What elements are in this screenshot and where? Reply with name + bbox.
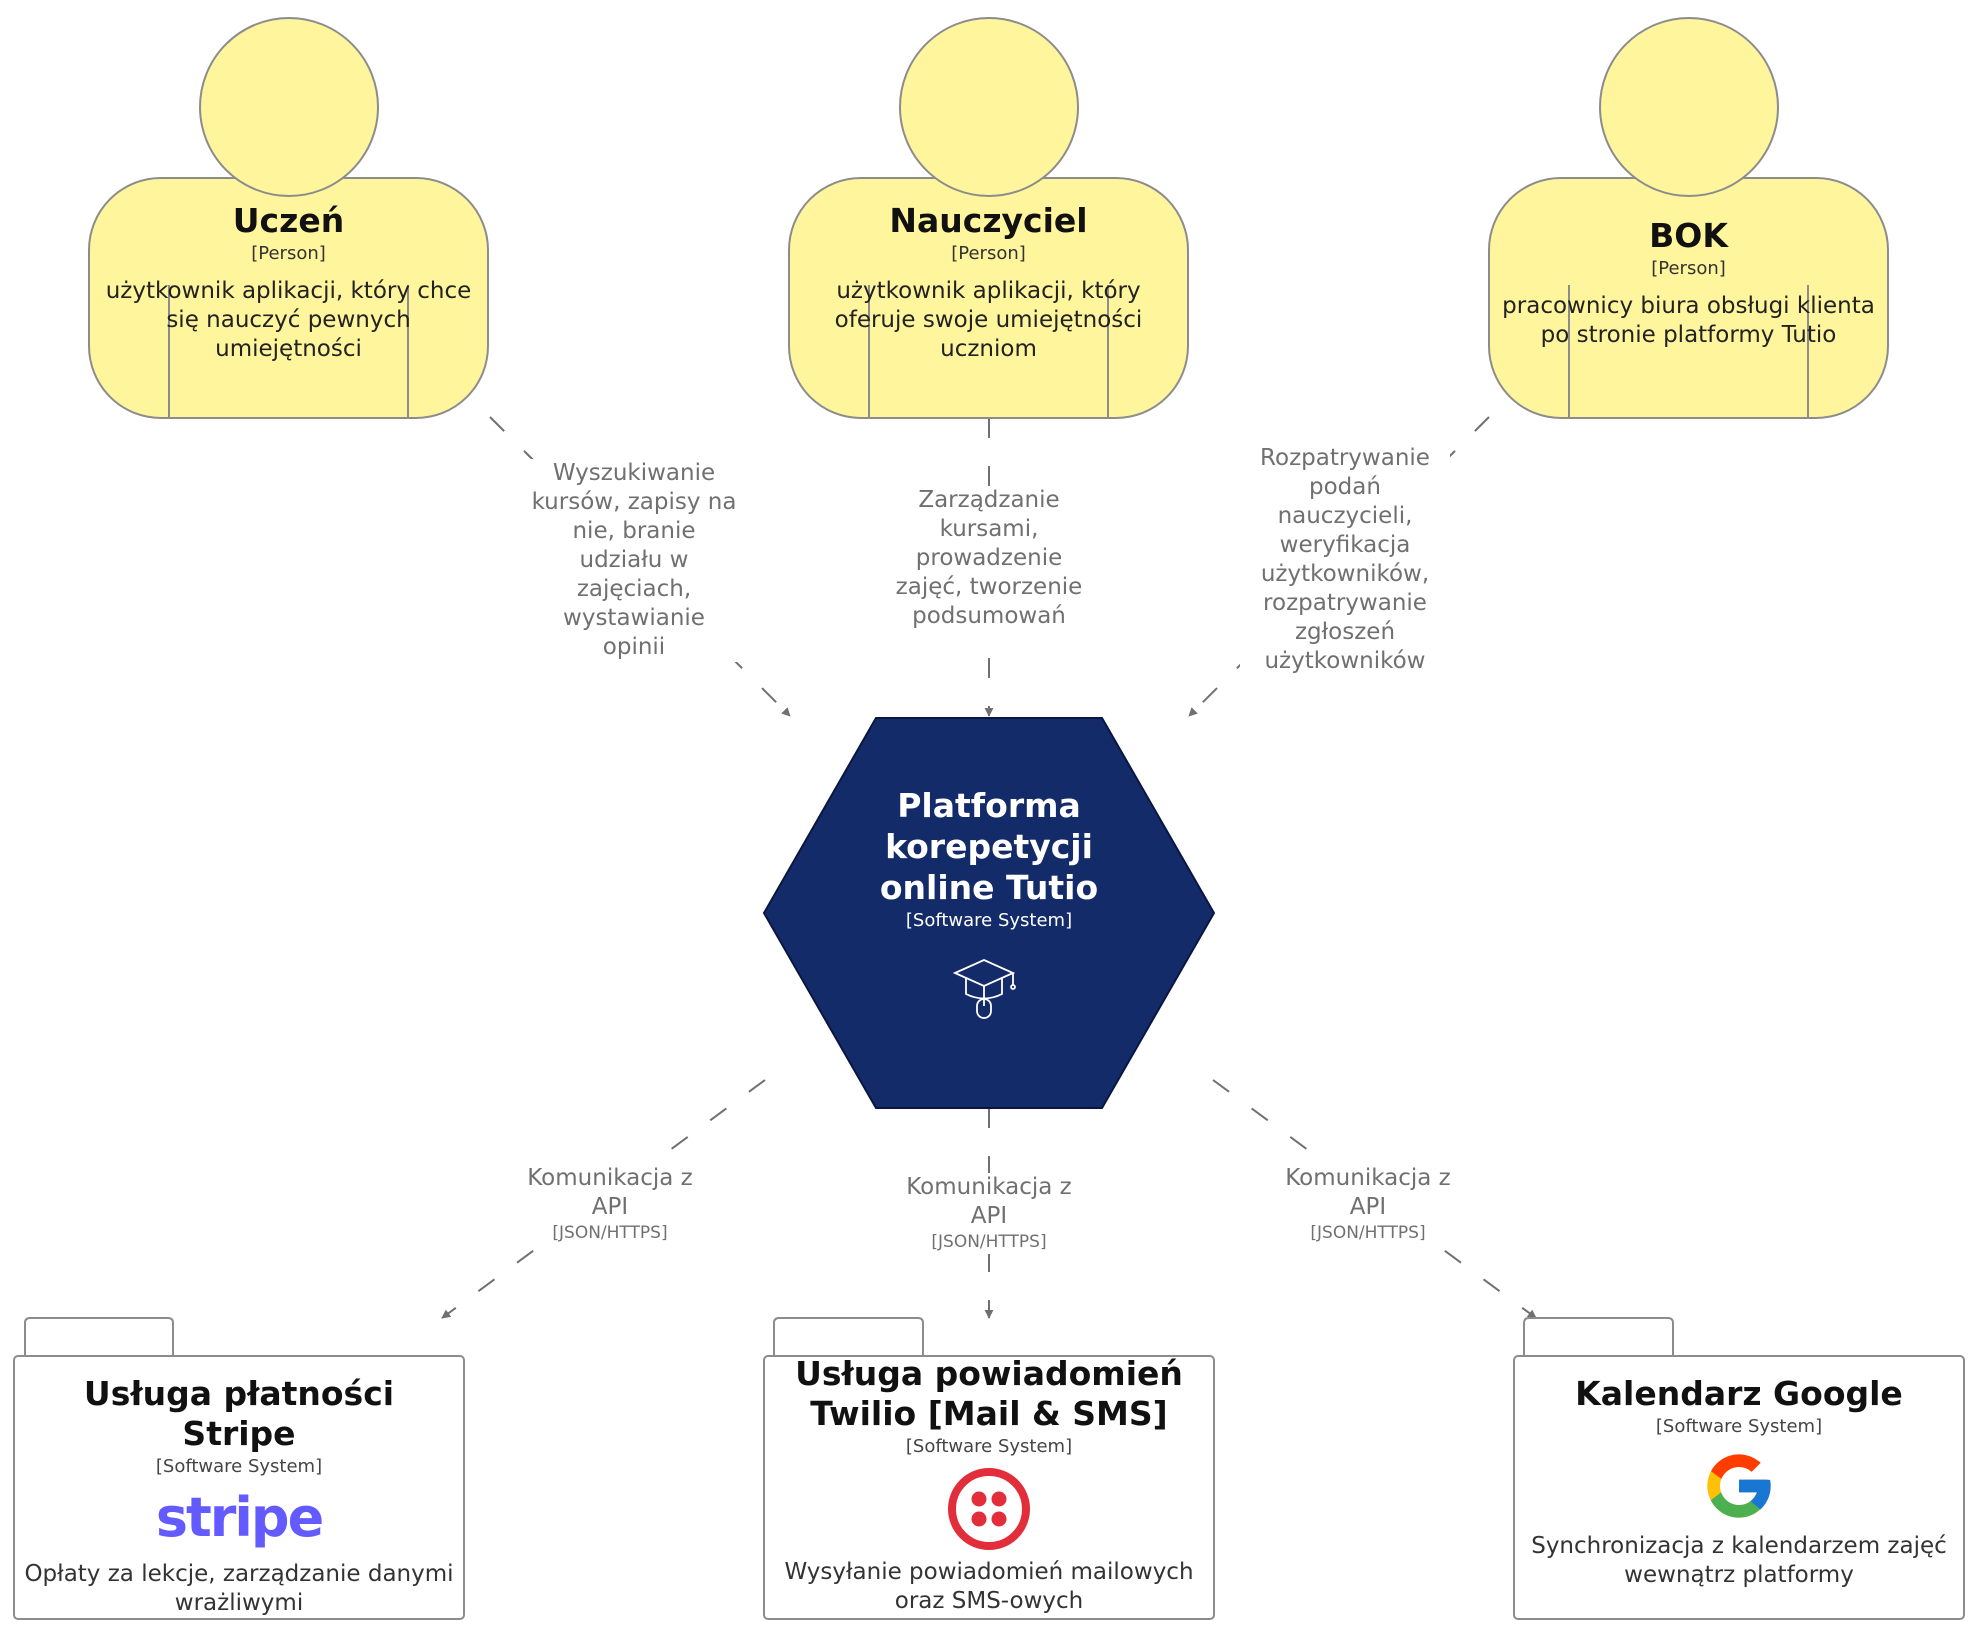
stripe-logo: stripe — [155, 1486, 324, 1549]
relation-label-bok: Rozpatrywanie podań nauczycieli, weryfik… — [1240, 444, 1450, 676]
central-system-hexagon — [762, 717, 1216, 1109]
system-description: Opłaty za lekcje, zarządzanie danymi wra… — [24, 1561, 454, 1616]
system-title: Kalendarz Google — [1575, 1374, 1903, 1413]
person-uczen: Uczeń [Person] użytkownik aplikacji, któ… — [99, 201, 478, 364]
relation-technology: [JSON/HTTPS] — [931, 1232, 1047, 1252]
google-logo-icon — [1707, 1454, 1771, 1518]
person-nauczyciel-shape — [788, 17, 1189, 419]
person-title: Nauczyciel — [889, 201, 1088, 240]
system-type: [Software System] — [155, 1456, 323, 1477]
person-uczen-shape — [88, 17, 489, 419]
system-title: Usługa płatności Stripe — [83, 1374, 395, 1453]
central-system: Platforma korepetycji online Tutio [Soft… — [824, 785, 1154, 934]
person-type: [Person] — [251, 243, 326, 264]
system-type: [Software System] — [1655, 1416, 1823, 1437]
system-type: [Software System] — [905, 1436, 1073, 1457]
graduation-cap-mouse-icon — [952, 959, 1016, 1019]
system-stripe-shape — [13, 1317, 465, 1620]
person-type: [Person] — [951, 243, 1026, 264]
relation-technology: [JSON/HTTPS] — [1310, 1223, 1426, 1243]
system-description: Synchronizacja z kalendarzem zajęć wewną… — [1531, 1533, 1947, 1588]
person-title: Uczeń — [232, 201, 345, 240]
person-description: pracownicy biura obsługi klienta po stro… — [1502, 293, 1875, 348]
relation-label-google: Komunikacja z API [JSON/HTTPS] — [1278, 1164, 1458, 1245]
twilio-logo-icon — [948, 1468, 1030, 1550]
person-bok: BOK [Person] pracownicy biura obsługi kl… — [1499, 216, 1878, 350]
relation-label-stripe: Komunikacja z API [JSON/HTTPS] — [520, 1164, 700, 1245]
relation-label-uczen: Wyszukiwanie kursów, zapisy na nie, bran… — [530, 459, 738, 662]
person-description: użytkownik aplikacji, który oferuje swoj… — [834, 278, 1143, 362]
system-title: Usługa powiadomień Twilio [Mail & SMS] — [795, 1354, 1183, 1433]
relation-label-nauczyciel: Zarządzanie kursami, prowadzenie zajęć, … — [889, 486, 1089, 631]
relation-technology: [JSON/HTTPS] — [552, 1223, 668, 1243]
person-description: użytkownik aplikacji, który chce się nau… — [105, 278, 472, 362]
system-description: Wysyłanie powiadomień mailowych oraz SMS… — [784, 1559, 1194, 1614]
person-nauczyciel: Nauczyciel [Person] użytkownik aplikacji… — [799, 201, 1178, 364]
system-stripe: Usługa płatności Stripe [Software System… — [24, 1374, 454, 1618]
relation-label-twilio: Komunikacja z API [JSON/HTTPS] — [899, 1173, 1079, 1254]
system-twilio-shape — [763, 1317, 1215, 1620]
system-google: Kalendarz Google [Software System] Synch… — [1524, 1374, 1954, 1590]
central-system-type: [Software System] — [905, 910, 1073, 931]
central-system-title: Platforma korepetycji online Tutio — [879, 786, 1099, 907]
person-bok-shape — [1488, 17, 1889, 419]
system-twilio: Usługa powiadomień Twilio [Mail & SMS] [… — [774, 1354, 1204, 1616]
person-type: [Person] — [1651, 258, 1726, 279]
person-title: BOK — [1649, 216, 1728, 255]
